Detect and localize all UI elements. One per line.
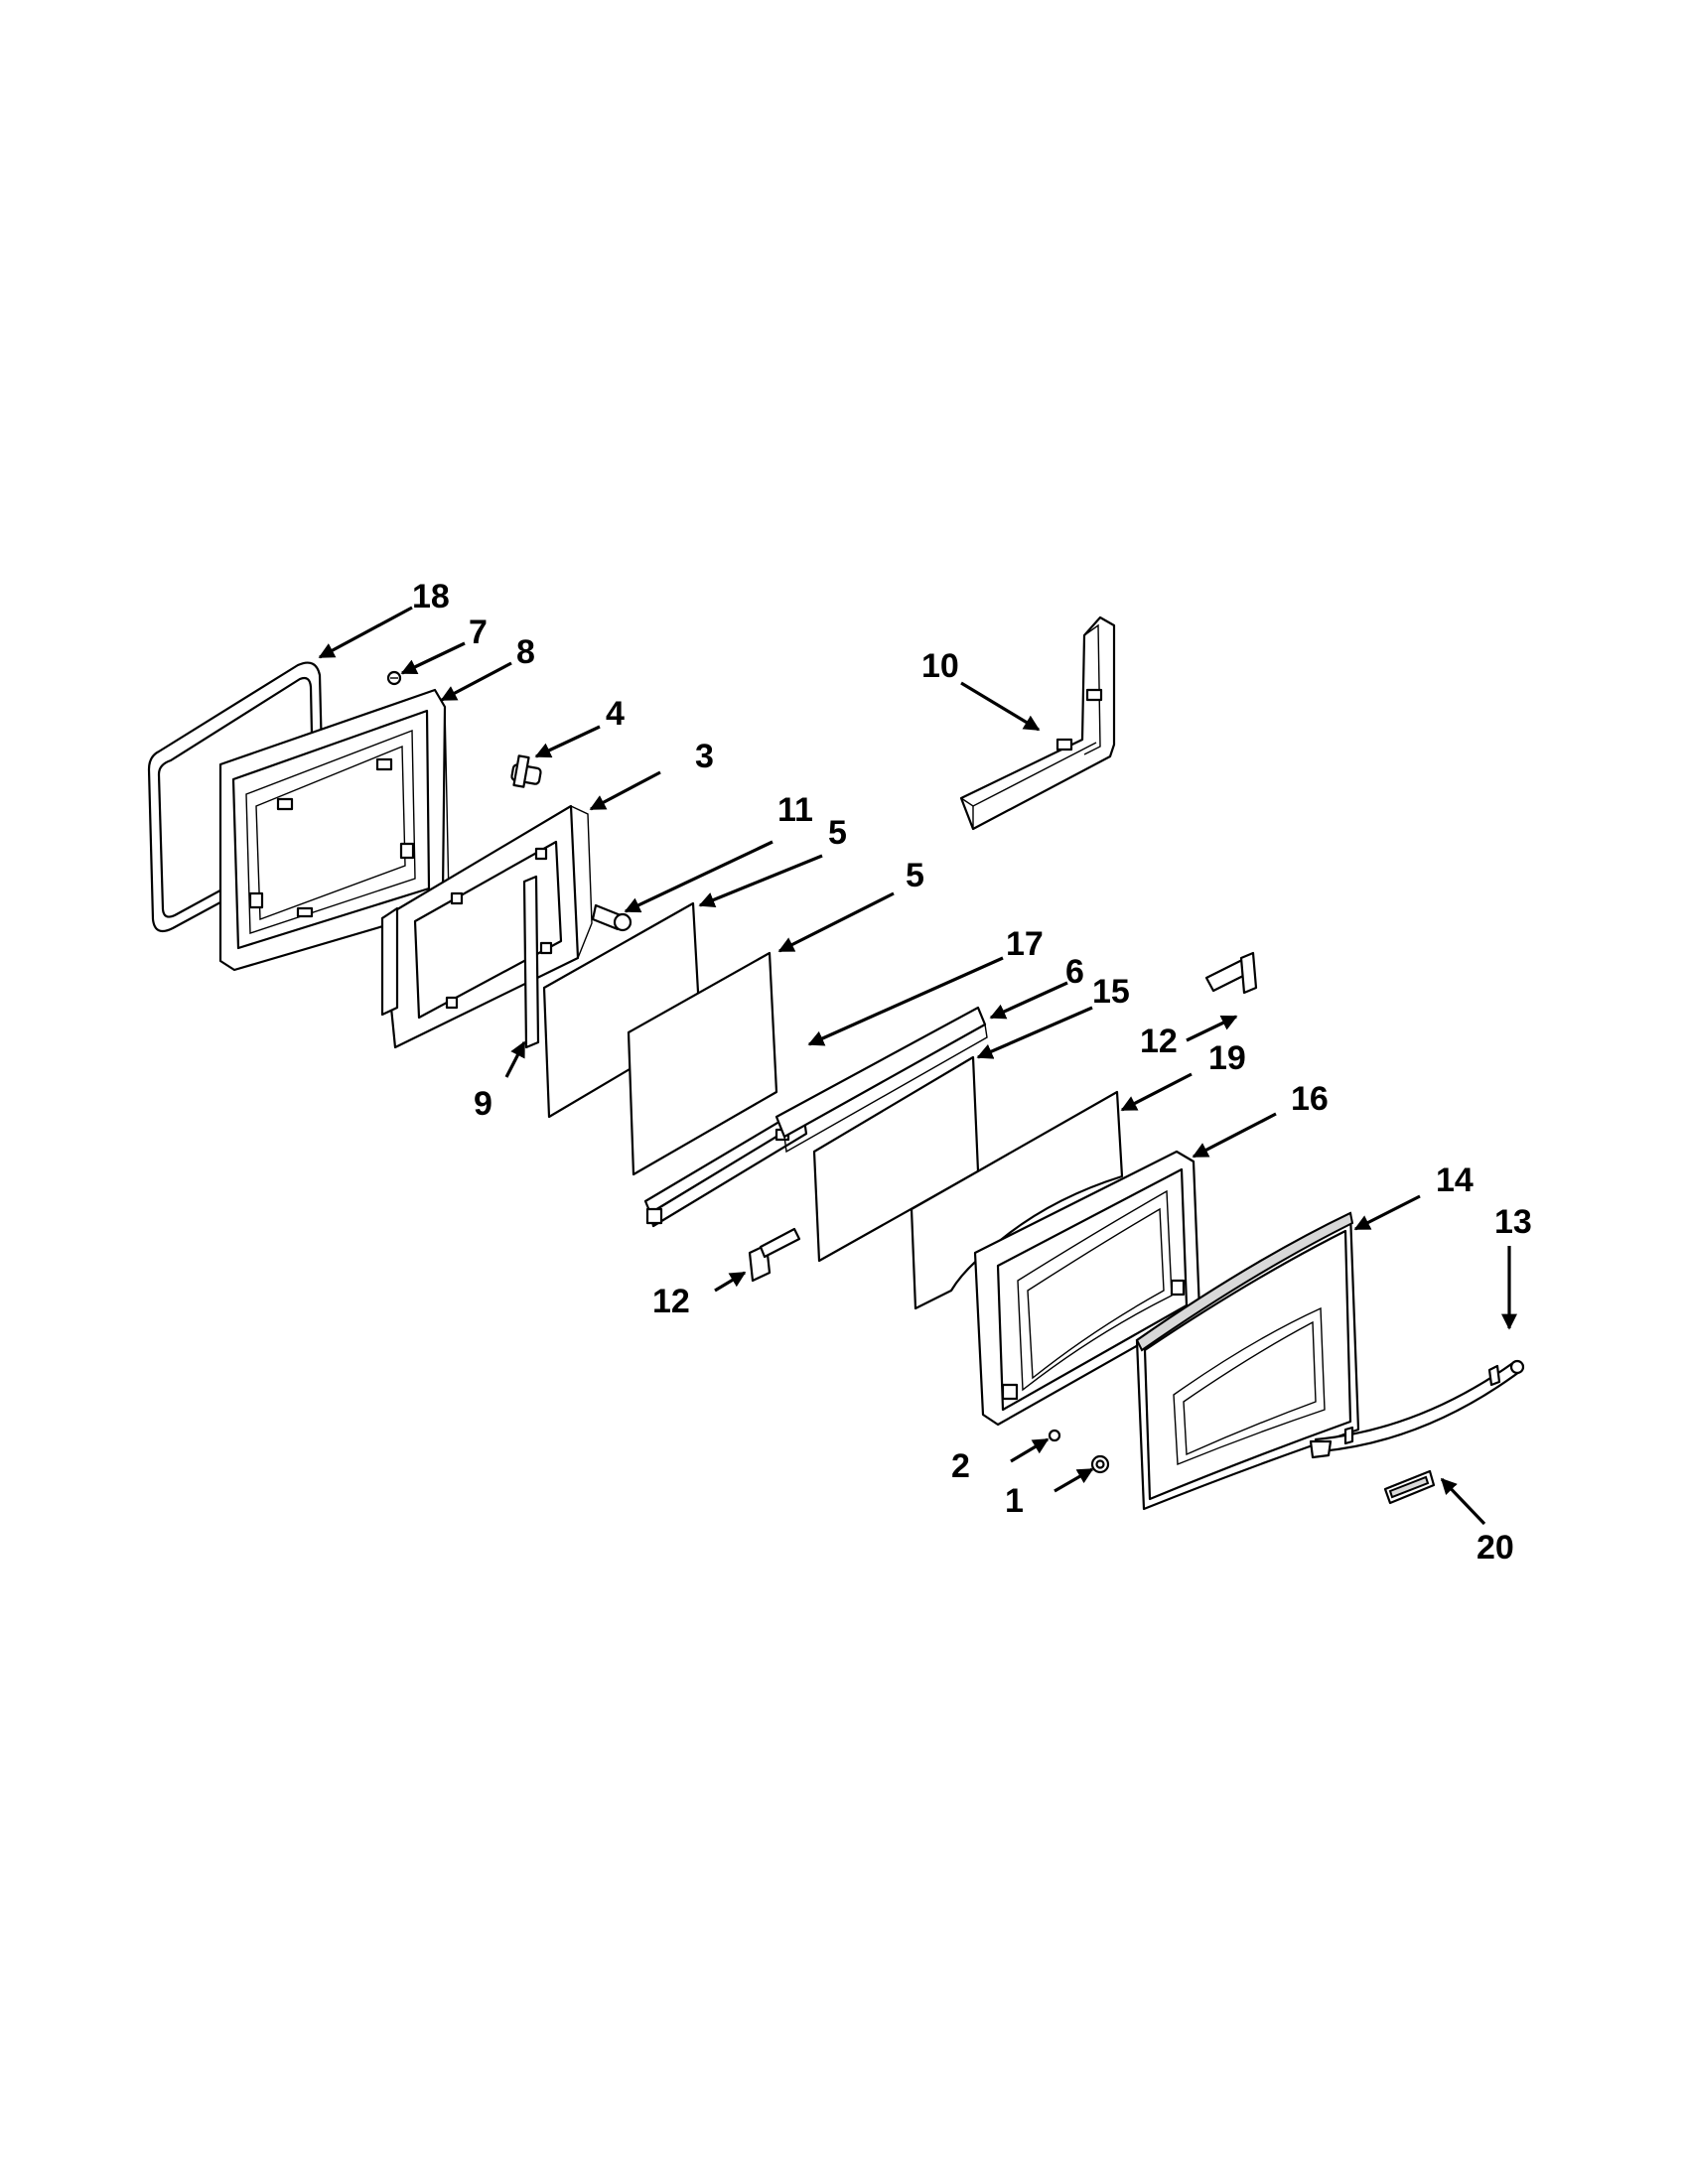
callout-18: 18 (412, 578, 450, 615)
callout-4: 4 (606, 695, 625, 733)
callout-17: 17 (1006, 925, 1044, 963)
callout-10: 10 (921, 647, 959, 685)
callout-arrows (318, 606, 1517, 1526)
callout-20: 20 (1477, 1529, 1514, 1567)
part-1-nut (1090, 1454, 1110, 1474)
callout-1: 1 (1005, 1482, 1024, 1520)
part-9-strip (522, 875, 540, 1049)
part-10-bracket (959, 615, 1116, 831)
part-7-screw (386, 670, 402, 686)
part-5-glass-panel-b (627, 951, 778, 1176)
part-14-outer-panel (1135, 1211, 1360, 1511)
callout-7: 7 (469, 614, 488, 651)
part-20-badge (1383, 1469, 1436, 1505)
callout-14: 14 (1436, 1161, 1474, 1199)
callout-12a: 12 (1140, 1023, 1178, 1060)
callout-12b: 12 (652, 1283, 690, 1320)
callout-16: 16 (1291, 1080, 1329, 1118)
part-13-handle (1309, 1359, 1525, 1459)
callout-6: 6 (1065, 953, 1084, 991)
part-16-door-frame (973, 1150, 1201, 1427)
callout-19: 19 (1208, 1039, 1246, 1077)
callout-15: 15 (1092, 973, 1130, 1011)
callout-3: 3 (695, 738, 714, 775)
callout-labels: 18 7 8 4 3 11 5 5 9 10 17 6 15 12 19 16 … (412, 578, 1532, 1567)
part-6-channel (774, 1006, 988, 1154)
callout-13: 13 (1494, 1203, 1532, 1241)
callout-9: 9 (474, 1085, 492, 1123)
callout-2: 2 (951, 1447, 970, 1485)
part-12-clip-b (748, 1227, 801, 1283)
part-2-screw (1048, 1429, 1061, 1442)
part-4-hinge-screw (510, 754, 542, 788)
callout-11: 11 (777, 791, 813, 829)
callout-5b: 5 (906, 857, 924, 894)
callout-8: 8 (516, 633, 535, 671)
part-12-clip-a (1204, 951, 1258, 995)
callout-5a: 5 (828, 814, 847, 852)
part-11-screw (591, 903, 633, 932)
